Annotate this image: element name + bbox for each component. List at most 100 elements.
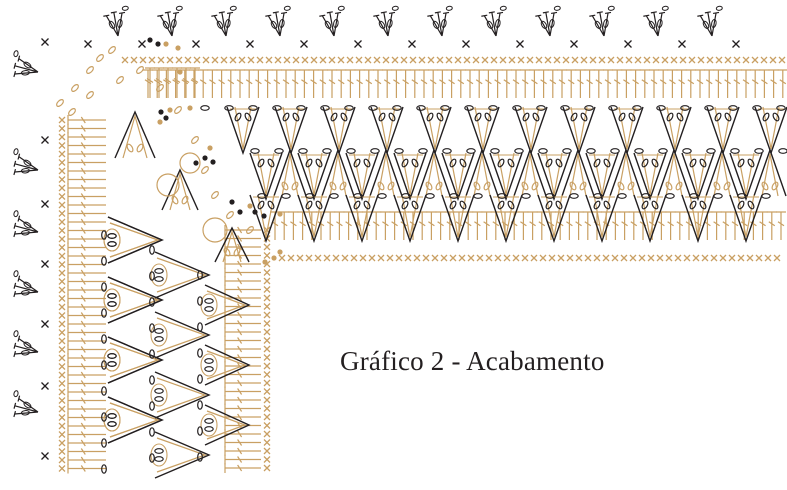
single-crochet bbox=[769, 56, 777, 64]
chain-stitch bbox=[204, 418, 214, 424]
single-crochet bbox=[58, 201, 66, 209]
single-crochet bbox=[616, 56, 624, 64]
single-crochet bbox=[278, 254, 286, 262]
double-crochet bbox=[667, 69, 678, 98]
single-crochet bbox=[323, 254, 331, 262]
picot-cluster bbox=[13, 50, 39, 78]
chain-stitch bbox=[641, 158, 649, 168]
chain-stitch bbox=[689, 200, 697, 210]
picot-cluster bbox=[103, 5, 129, 37]
single-crochet bbox=[454, 56, 462, 64]
single-crochet bbox=[58, 456, 66, 464]
single-crochet bbox=[58, 346, 66, 353]
shell-fan bbox=[393, 194, 427, 244]
double-crochet bbox=[67, 387, 106, 397]
double-crochet bbox=[417, 211, 428, 240]
chain-stitch bbox=[204, 306, 214, 312]
single-crochet bbox=[263, 439, 271, 446]
double-crochet bbox=[67, 336, 106, 346]
slip-stitch bbox=[229, 199, 235, 205]
single-crochet bbox=[737, 254, 745, 262]
single-crochet bbox=[263, 269, 271, 276]
chain-stitch bbox=[107, 421, 117, 427]
chain-stitch bbox=[699, 158, 707, 168]
shell-fan bbox=[729, 152, 763, 202]
single-crochet bbox=[229, 56, 237, 64]
double-crochet bbox=[373, 69, 383, 98]
shell-fan bbox=[489, 152, 523, 202]
single-crochet bbox=[58, 218, 66, 226]
chain-stitch bbox=[363, 158, 371, 168]
single-crochet bbox=[764, 254, 772, 262]
chain-stitch bbox=[154, 396, 164, 402]
single-crochet bbox=[499, 56, 507, 64]
single-crochet bbox=[58, 303, 66, 311]
single-crochet bbox=[58, 388, 66, 396]
single-crochet bbox=[192, 40, 200, 48]
chain-stitch bbox=[761, 181, 769, 191]
slip-stitch bbox=[158, 109, 164, 115]
chain-stitch bbox=[101, 308, 107, 318]
double-crochet bbox=[612, 69, 623, 98]
double-crochet bbox=[224, 378, 261, 388]
single-crochet bbox=[678, 40, 686, 48]
single-crochet bbox=[516, 40, 524, 48]
single-crochet bbox=[300, 40, 308, 48]
picot-cluster bbox=[211, 5, 237, 37]
chain-stitch bbox=[466, 148, 476, 154]
single-crochet bbox=[688, 56, 696, 64]
shell-fan bbox=[150, 371, 211, 419]
chain-stitch bbox=[257, 158, 265, 168]
slip-stitch bbox=[210, 159, 216, 165]
single-crochet bbox=[368, 254, 376, 262]
slip-stitch bbox=[167, 107, 173, 113]
double-crochet bbox=[695, 69, 705, 98]
picot-edging-group bbox=[13, 5, 723, 418]
chain-stitch bbox=[204, 366, 214, 372]
double-crochet bbox=[474, 69, 485, 98]
shell-fan bbox=[249, 194, 283, 244]
chain-stitch bbox=[149, 349, 155, 359]
single-crochet bbox=[575, 254, 583, 262]
single-crochet bbox=[263, 388, 271, 395]
double-crochet bbox=[674, 211, 685, 240]
double-crochet bbox=[720, 211, 731, 240]
double-crochet bbox=[67, 234, 106, 244]
chain-stitch bbox=[226, 211, 234, 219]
chain-stitch bbox=[512, 105, 522, 111]
chain-stitch bbox=[181, 195, 189, 205]
chain-stitch bbox=[562, 148, 572, 154]
double-crochet bbox=[67, 463, 106, 474]
single-crochet bbox=[41, 320, 49, 328]
single-crochet bbox=[557, 254, 565, 262]
single-crochet bbox=[314, 254, 322, 262]
double-crochet bbox=[224, 259, 261, 269]
chain-stitch bbox=[274, 148, 284, 154]
shell-fan bbox=[706, 106, 740, 156]
single-crochet bbox=[184, 56, 192, 64]
chain-stitch-group bbox=[56, 46, 787, 474]
double-crochet bbox=[490, 211, 501, 240]
chain-stitch bbox=[497, 193, 507, 199]
single-crochet bbox=[328, 56, 336, 64]
single-crochet bbox=[58, 261, 66, 268]
double-crochet bbox=[161, 69, 172, 98]
chain-stitch bbox=[569, 193, 579, 199]
chain-stitch bbox=[363, 200, 371, 210]
single-crochet bbox=[602, 254, 610, 262]
double-crochet bbox=[67, 123, 106, 134]
chain-stitch bbox=[154, 268, 164, 274]
single-crochet bbox=[674, 254, 682, 262]
single-crochet bbox=[58, 465, 66, 472]
chain-stitch bbox=[108, 46, 116, 54]
double-crochet bbox=[472, 211, 483, 240]
single-crochet bbox=[364, 56, 372, 64]
chain-stitch bbox=[387, 181, 395, 191]
double-crochet bbox=[327, 69, 337, 98]
double-crochet bbox=[67, 344, 106, 355]
double-crochet bbox=[67, 166, 106, 176]
single-crochet bbox=[58, 235, 66, 243]
single-crochet bbox=[157, 56, 165, 64]
single-crochet bbox=[512, 254, 520, 262]
chain-stitch bbox=[507, 158, 515, 168]
